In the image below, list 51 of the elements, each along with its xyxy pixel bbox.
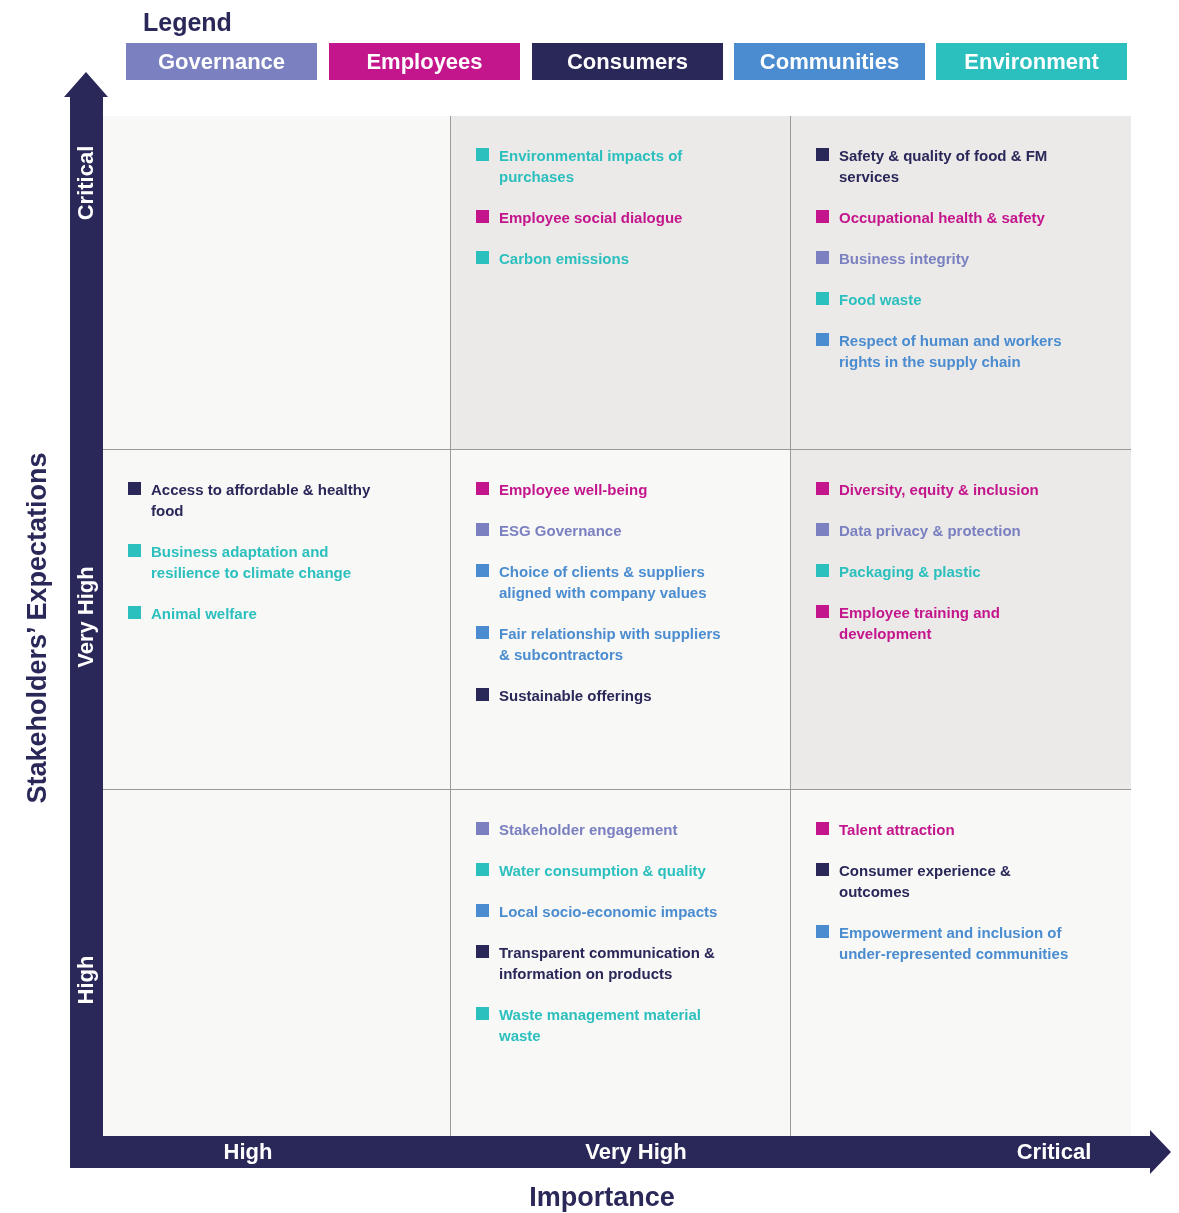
axis-tick-label: Critical xyxy=(73,145,99,221)
topic-text: Safety & quality of food & FM services xyxy=(839,146,1049,187)
matrix-cell xyxy=(451,116,791,450)
topic-text: Respect of human and workers rights in the supply chain xyxy=(839,331,1063,372)
topic-text: ESG Governance xyxy=(499,521,623,541)
topic-text: Business adaptation and resilience to climate change xyxy=(151,542,353,583)
matrix-cell xyxy=(451,450,791,790)
topic-text: Employee training and development xyxy=(839,603,1001,644)
matrix-cell xyxy=(451,790,791,1136)
topic-text: Fair relationship with suppliers & subcontractors xyxy=(499,624,722,665)
matrix-cell xyxy=(103,450,451,790)
topic-text: Packaging & plastic xyxy=(839,562,982,582)
topic-text: Stakeholder engagement xyxy=(499,820,679,840)
topic-text: Animal welfare xyxy=(151,604,258,624)
topic-text: Water consumption & quality xyxy=(499,861,707,881)
legend-chip: Consumers xyxy=(532,43,723,80)
topic-text: Consumer experience & outcomes xyxy=(839,861,1012,902)
matrix-cell xyxy=(791,116,1131,450)
axis-title: Stakeholders’ Expectations xyxy=(21,452,53,804)
matrix-cell xyxy=(791,450,1131,790)
topic-text: Occupational health & safety xyxy=(839,208,1046,228)
topic-text: Diversity, equity & inclusion xyxy=(839,480,1040,500)
topic-text: Data privacy & protection xyxy=(839,521,1022,541)
matrix-cell xyxy=(103,116,451,450)
topic-text: Sustainable offerings xyxy=(499,686,653,706)
matrix-cell xyxy=(791,790,1131,1136)
topic-text: Employee social dialogue xyxy=(499,208,684,228)
legend-chip: Environment xyxy=(936,43,1127,80)
axis-tick-label: High xyxy=(73,955,99,1005)
topic-text: Carbon emissions xyxy=(499,249,631,269)
topic-text: Employee well-being xyxy=(499,480,649,500)
axis-tick-label: Very High xyxy=(585,1139,687,1165)
matrix-cell xyxy=(103,790,451,1136)
axis-title: Importance xyxy=(529,1181,675,1213)
axis-tick-label: High xyxy=(223,1139,273,1165)
topic-text: Environmental impacts of purchases xyxy=(499,146,684,187)
axis-tick-label: Critical xyxy=(1016,1139,1092,1165)
legend-chip: Governance xyxy=(126,43,317,80)
axis-tick-label: Very High xyxy=(73,566,99,668)
topic-text: Access to affordable & healthy food xyxy=(151,480,372,521)
legend-chip: Employees xyxy=(329,43,520,80)
topic-text: Business integrity xyxy=(839,249,971,269)
topic-text: Waste management material waste xyxy=(499,1005,703,1046)
topic-text: Choice of clients & suppliers aligned with company values xyxy=(499,562,708,603)
topic-text: Talent attraction xyxy=(839,820,956,840)
topic-text: Empowerment and inclusion of under-represented communities xyxy=(839,923,1070,964)
topic-text: Transparent communication & information on products xyxy=(499,943,716,984)
topic-text: Local socio-economic impacts xyxy=(499,902,719,922)
topic-text: Food waste xyxy=(839,290,923,310)
legend-chip: Communities xyxy=(734,43,925,80)
legend-title: Legend xyxy=(143,8,232,37)
